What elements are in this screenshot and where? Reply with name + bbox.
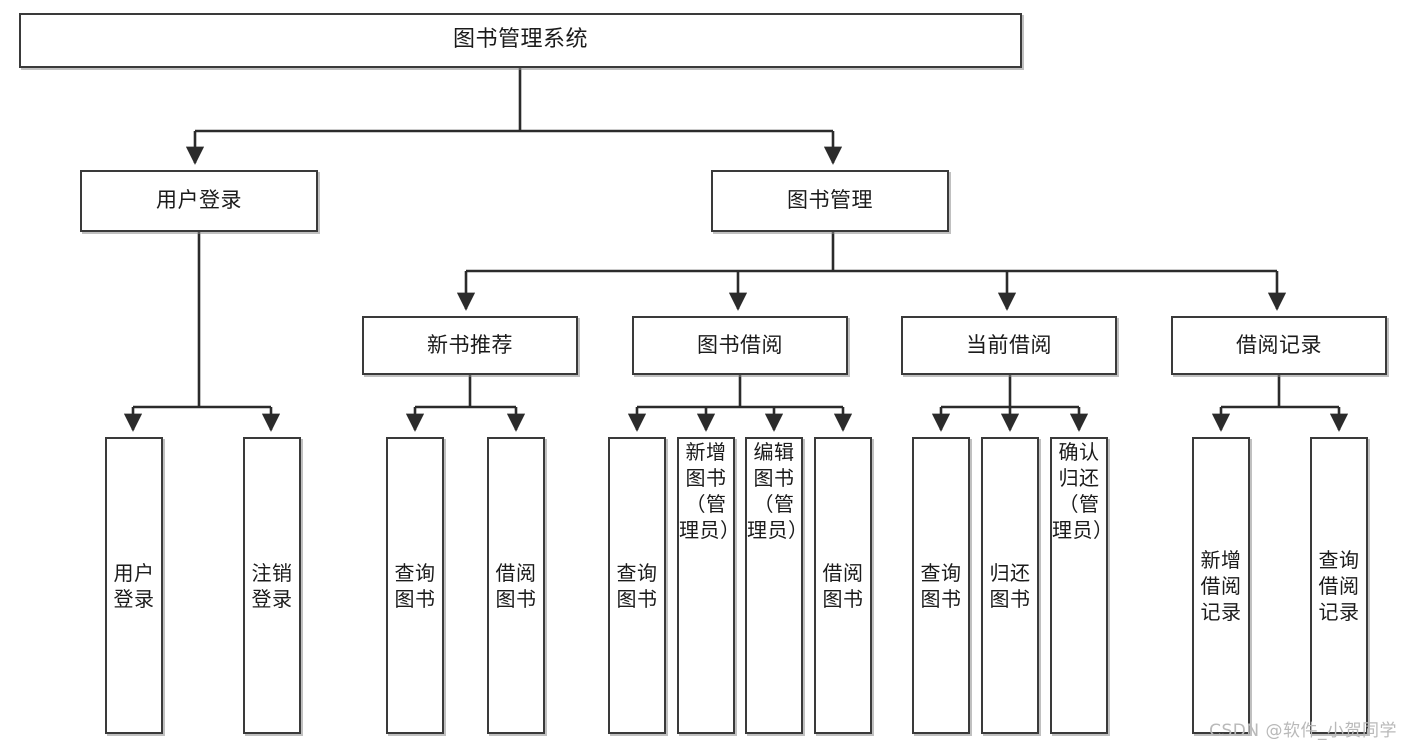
edge-bookborrow-to-leaves — [627, 375, 853, 432]
edge-newbook-to-leaves — [405, 375, 526, 432]
node-label: 查询图书 — [920, 560, 962, 611]
node-current-borrow[interactable]: 当前借阅 — [901, 316, 1117, 375]
node-leaf-query-book-recommend[interactable]: 查询图书 — [386, 437, 444, 734]
node-label: 新书推荐 — [427, 332, 513, 357]
node-label: 确认归还（管理员） — [1052, 440, 1114, 542]
edge-root-to-level2 — [185, 68, 843, 165]
node-leaf-user-login[interactable]: 用户登录 — [105, 437, 163, 734]
node-leaf-query-book-borrow[interactable]: 查询图书 — [608, 437, 666, 734]
edge-borrowrecord-to-leaves — [1211, 375, 1349, 432]
node-new-book-recommend[interactable]: 新书推荐 — [362, 316, 578, 375]
node-leaf-return-book[interactable]: 归还图书 — [981, 437, 1039, 734]
node-root-book-management-system[interactable]: 图书管理系统 — [19, 13, 1022, 68]
node-label: 图书管理系统 — [452, 27, 588, 53]
node-label: 用户登录 — [156, 188, 242, 213]
node-label: 查询图书 — [394, 560, 436, 611]
node-label: 借阅记录 — [1236, 332, 1322, 357]
node-label: 借阅图书 — [822, 560, 864, 611]
node-leaf-query-book-current[interactable]: 查询图书 — [912, 437, 970, 734]
edge-userlogin-to-leaves — [123, 232, 281, 432]
node-label: 新增借阅记录 — [1200, 547, 1242, 624]
node-label: 用户登录 — [113, 560, 155, 611]
node-leaf-confirm-return-admin[interactable]: 确认归还（管理员） — [1050, 437, 1114, 734]
node-leaf-borrow-book-recommend[interactable]: 借阅图书 — [487, 437, 545, 734]
node-label: 新增图书（管理员） — [679, 440, 741, 542]
node-label: 借阅图书 — [495, 560, 537, 611]
node-leaf-user-logout[interactable]: 注销登录 — [243, 437, 301, 734]
node-label: 编辑图书（管理员） — [747, 440, 809, 542]
node-user-login[interactable]: 用户登录 — [80, 170, 318, 232]
node-book-management[interactable]: 图书管理 — [711, 170, 949, 232]
node-label: 归还图书 — [989, 560, 1031, 611]
node-leaf-borrow-book-borrow[interactable]: 借阅图书 — [814, 437, 872, 734]
node-leaf-add-borrow-record[interactable]: 新增借阅记录 — [1192, 437, 1250, 734]
node-book-borrow[interactable]: 图书借阅 — [632, 316, 848, 375]
node-label: 注销登录 — [251, 560, 293, 611]
node-label: 查询图书 — [616, 560, 658, 611]
node-leaf-query-borrow-record[interactable]: 查询借阅记录 — [1310, 437, 1368, 734]
edge-currentborrow-to-leaves — [931, 375, 1089, 432]
node-label: 图书管理 — [787, 188, 873, 213]
node-label: 查询借阅记录 — [1318, 547, 1360, 624]
edge-bookmanage-to-level3 — [456, 232, 1287, 311]
node-label: 当前借阅 — [966, 332, 1052, 357]
node-borrow-record[interactable]: 借阅记录 — [1171, 316, 1387, 375]
node-leaf-edit-book-admin[interactable]: 编辑图书（管理员） — [745, 437, 809, 734]
node-leaf-add-book-admin[interactable]: 新增图书（管理员） — [677, 437, 741, 734]
node-label: 图书借阅 — [697, 332, 783, 357]
